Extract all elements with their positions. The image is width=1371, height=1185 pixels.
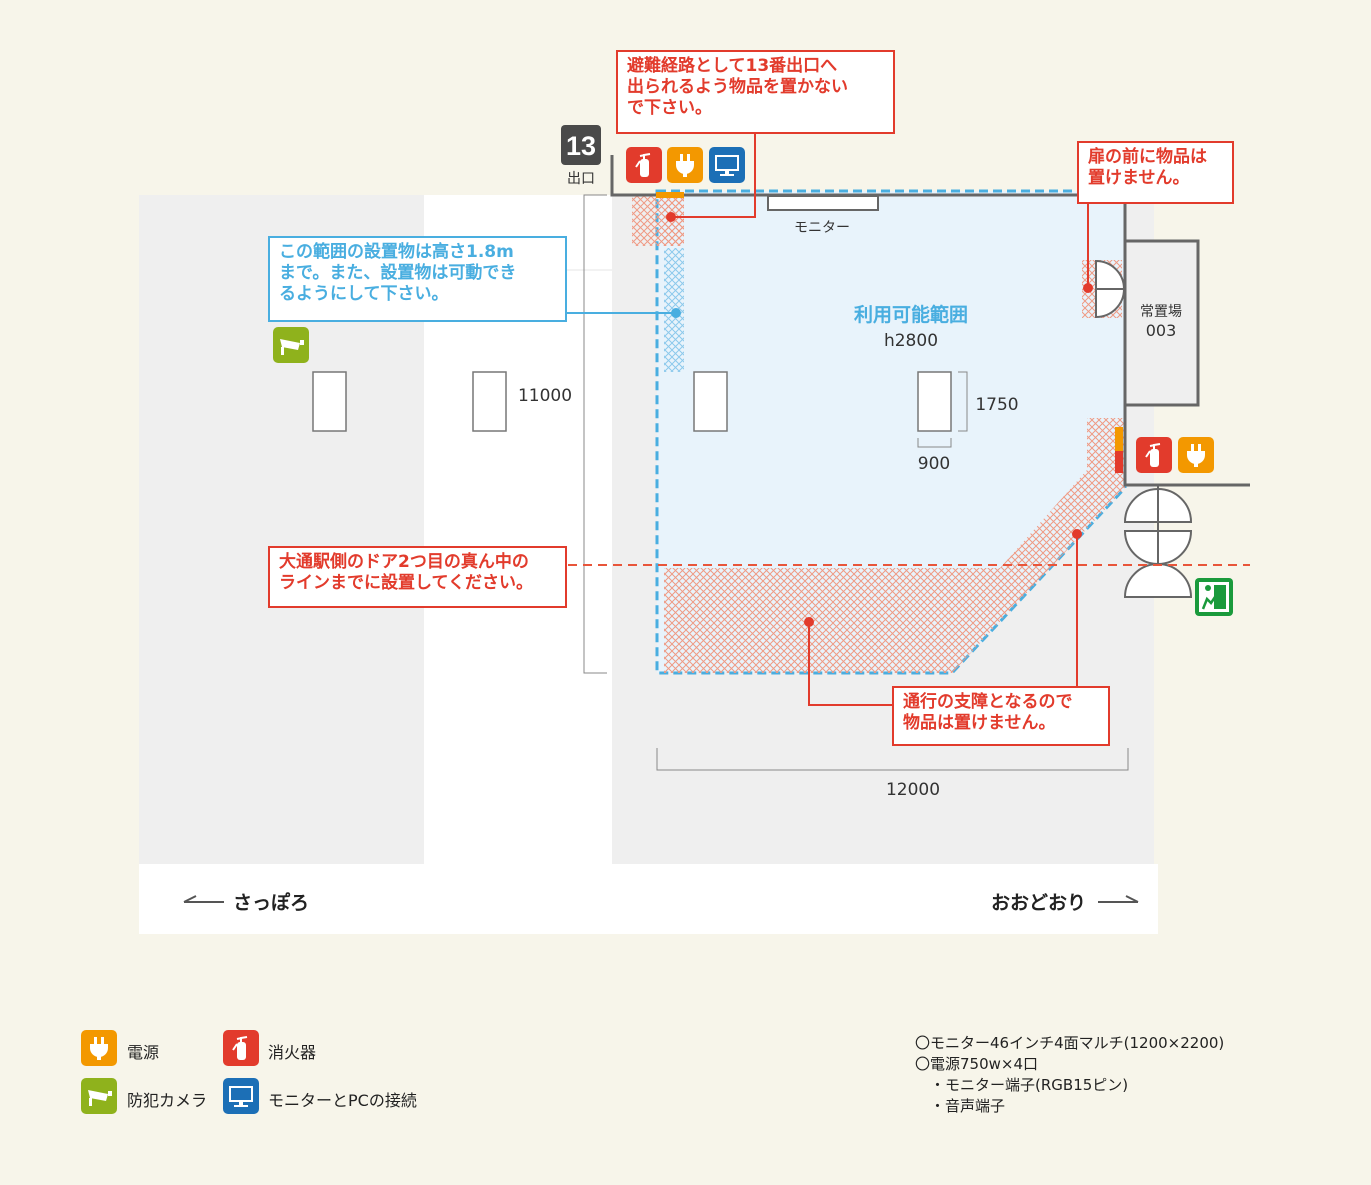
power-icon bbox=[667, 147, 703, 183]
spec-line: 〇モニター46インチ4面マルチ(1200×2200) bbox=[915, 1034, 1225, 1052]
monitor-shape bbox=[767, 195, 879, 211]
extinguisher-icon bbox=[1136, 437, 1172, 473]
no-placement-zone-passage bbox=[664, 418, 1125, 673]
security-camera-icon bbox=[81, 1078, 117, 1114]
door bbox=[1095, 259, 1126, 319]
note-height-limit: この範囲の設置物は高さ1.8m まで。また、設置物は可動でき るようにして下さい… bbox=[268, 236, 567, 322]
legend-label: 電源 bbox=[127, 1043, 160, 1062]
extinguisher-icon bbox=[223, 1030, 259, 1066]
equipment-specs: 〇モニター46インチ4面マルチ(1200×2200) 〇電源750w×4口 ・モ… bbox=[915, 1033, 1224, 1117]
monitor-icon bbox=[223, 1078, 259, 1114]
note-placement-line: 大通駅側のドア2つ目の真ん中の ラインまでに設置してください。 bbox=[268, 546, 567, 608]
legend-label: 消火器 bbox=[268, 1043, 317, 1062]
monitor-label: モニター bbox=[794, 220, 850, 236]
dimension-width bbox=[656, 748, 1129, 771]
exit-number: 13 bbox=[566, 131, 596, 161]
arrow-right-icon bbox=[1098, 895, 1139, 903]
spec-line: ・モニター端子(RGB15ピン) bbox=[930, 1076, 1129, 1094]
pillar-width-label: 900 bbox=[918, 454, 950, 474]
monitor-icon bbox=[709, 147, 745, 183]
usable-area-title: 利用可能範囲 bbox=[854, 303, 968, 326]
pillar bbox=[472, 371, 507, 432]
note-door: 扉の前に物品は 置けません。 bbox=[1077, 141, 1234, 204]
note-passage: 通行の支障となるので 物品は置けません。 bbox=[892, 686, 1110, 746]
legend-label: モニターとPCの接続 bbox=[268, 1091, 417, 1110]
pillar bbox=[312, 371, 347, 432]
dimension-width-label: 12000 bbox=[886, 780, 940, 800]
storage-number: 003 bbox=[1146, 321, 1177, 340]
storage-room bbox=[1123, 239, 1200, 407]
direction-odori: おおどおり bbox=[991, 892, 1086, 914]
direction-sapporo: さっぽろ bbox=[233, 891, 309, 914]
security-camera-icon bbox=[273, 327, 309, 363]
storage-name: 常置場 bbox=[1140, 304, 1182, 320]
power-icon bbox=[1178, 437, 1214, 473]
pillar bbox=[693, 371, 728, 432]
exit-number-badge bbox=[561, 125, 601, 165]
pillar bbox=[917, 371, 952, 432]
usable-area bbox=[655, 189, 1127, 675]
arrow-left-icon bbox=[183, 895, 224, 903]
power-icon bbox=[81, 1030, 117, 1066]
walkway-bottom bbox=[139, 864, 1158, 934]
legend-label: 防犯カメラ bbox=[127, 1091, 208, 1110]
dimension-height-label: 11000 bbox=[518, 386, 572, 406]
extinguisher-icon bbox=[626, 147, 662, 183]
dimension-height bbox=[583, 194, 607, 674]
note-evacuation-route: 避難経路として13番出口へ 出られるよう物品を置かない で下さい。 bbox=[616, 50, 895, 134]
exit-label: 出口 bbox=[567, 171, 595, 187]
pillar-height-label: 1750 bbox=[975, 395, 1018, 415]
spec-line: 〇電源750w×4口 bbox=[915, 1055, 1039, 1073]
usable-area-height: h2800 bbox=[884, 331, 938, 351]
spec-line: ・音声端子 bbox=[930, 1097, 1006, 1115]
